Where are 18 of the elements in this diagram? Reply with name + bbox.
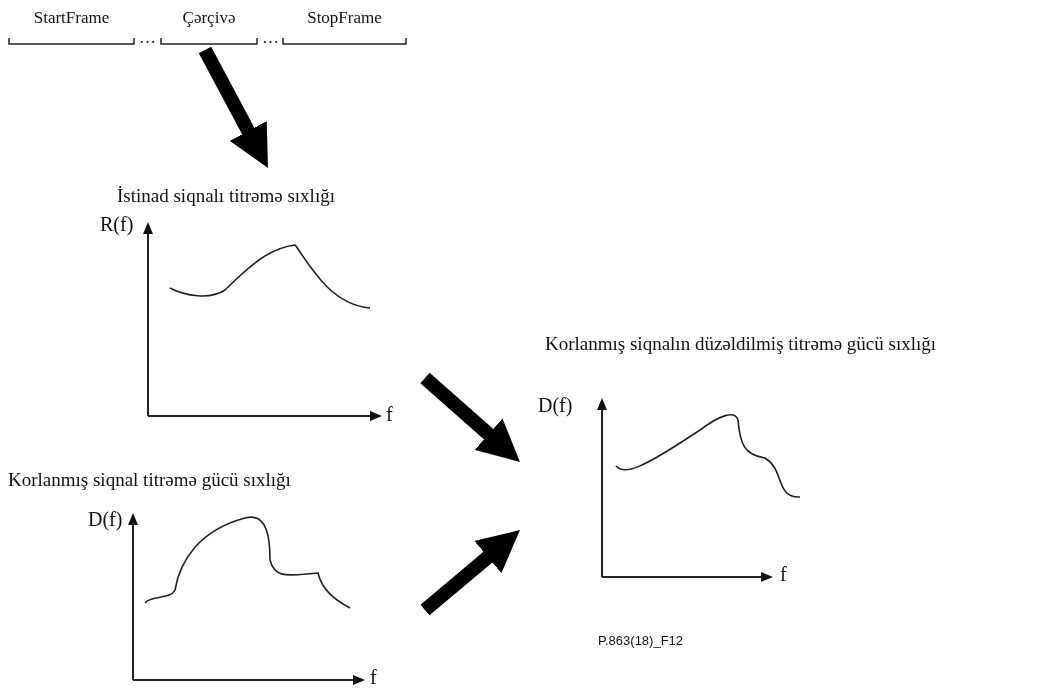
x-axis-label: f xyxy=(780,563,787,586)
frame-label: StartFrame xyxy=(32,8,111,28)
arrow xyxy=(420,372,520,462)
figure-code: P.863(18)_F12 xyxy=(598,633,684,648)
y-axis-label: D(f) xyxy=(538,394,573,417)
x-axis-label: f xyxy=(370,666,377,689)
y-axis-label: R(f) xyxy=(100,213,134,236)
plot-title: Korlanmış siqnal titrəmə gücü sıxlığı xyxy=(8,469,291,491)
frame-label: StopFrame xyxy=(306,8,383,28)
plot-title: Korlanmış siqnalın düzəldilmiş titrəmə gücü sıxlığı xyxy=(545,333,937,355)
frame-label: Çərçivə xyxy=(181,8,237,28)
arrow xyxy=(198,46,268,168)
y-axis-label: D(f) xyxy=(88,508,123,531)
x-axis-label: f xyxy=(386,403,393,426)
ellipsis: … xyxy=(139,28,156,48)
arrow xyxy=(420,530,520,616)
ellipsis: … xyxy=(262,28,279,48)
plot-title: İstinad siqnalı titrəmə sıxlığı xyxy=(117,185,335,207)
